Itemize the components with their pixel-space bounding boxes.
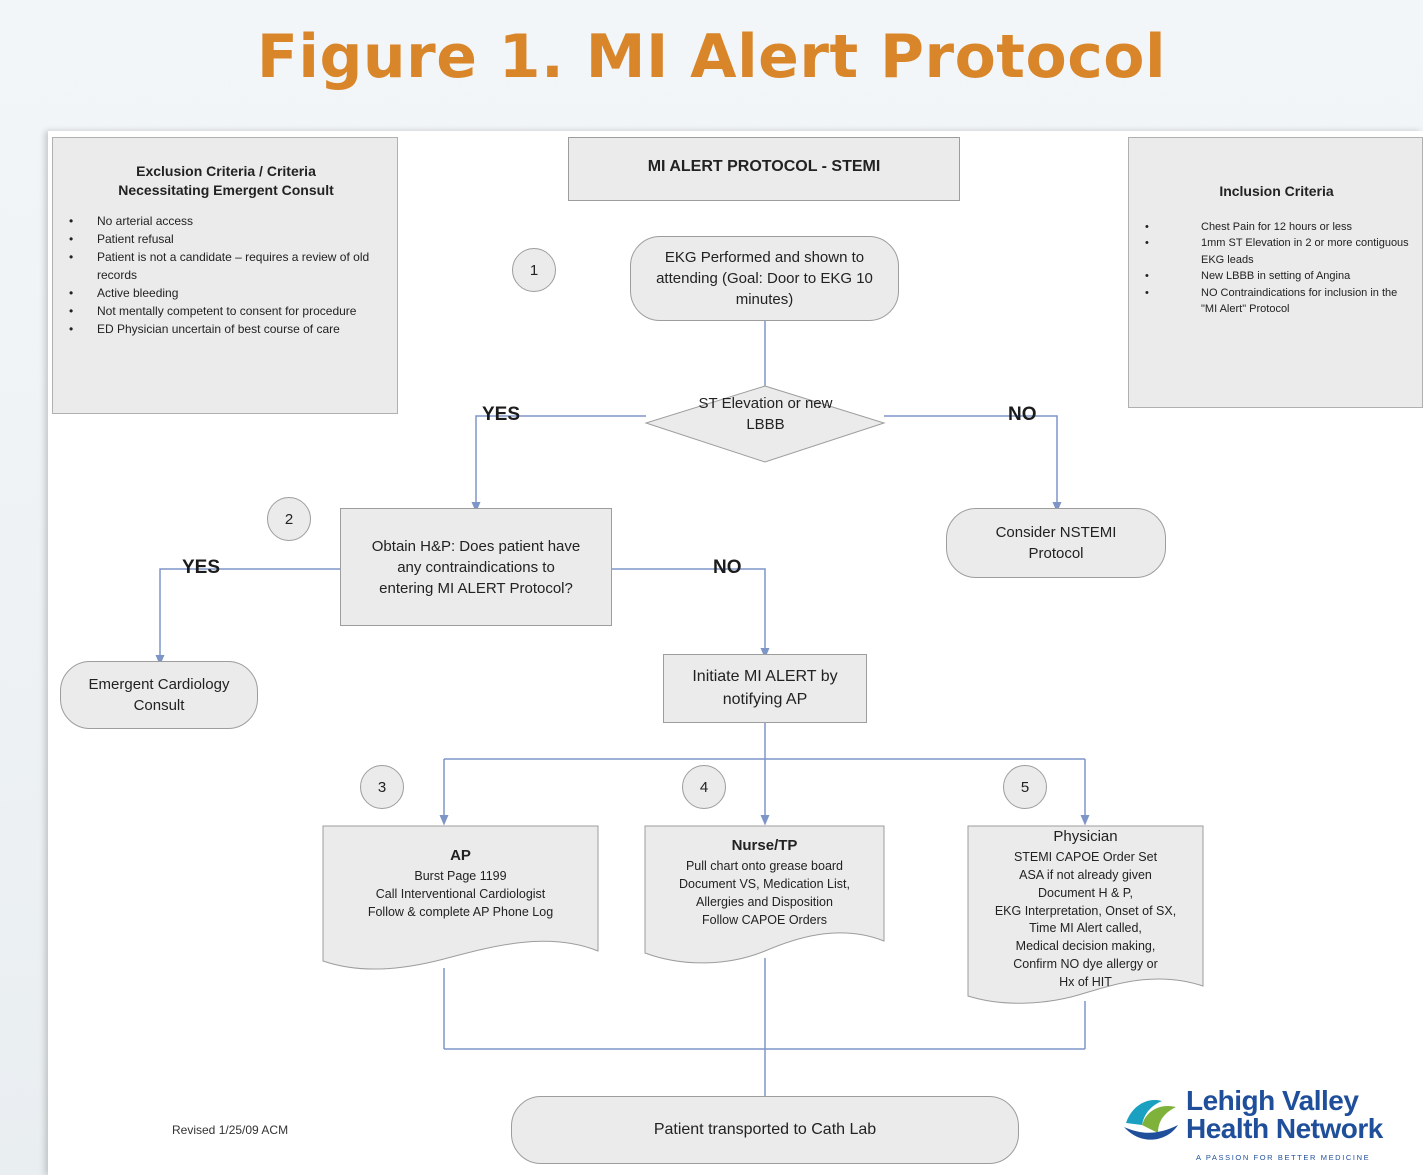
- inclusion-title: Inclusion Criteria: [1219, 183, 1334, 199]
- exclusion-item: Not mentally competent to consent for pr…: [61, 302, 391, 320]
- emergent-consult-text: Emergent Cardiology Consult: [88, 676, 230, 714]
- revised-date: Revised 1/25/09 ACM: [172, 1123, 289, 1137]
- emergent-consult-node: Emergent Cardiology Consult: [60, 661, 258, 729]
- step-4-marker: 4: [682, 765, 726, 809]
- inclusion-item: 1mm ST Elevation in 2 or more contiguous…: [1137, 235, 1416, 268]
- exclusion-item: No arterial access: [61, 212, 391, 230]
- inclusion-item: Chest Pain for 12 hours or less: [1137, 219, 1416, 236]
- flowchart-sheet: Exclusion Criteria / Criteria Necessitat…: [48, 131, 1423, 1175]
- st-elevation-decision-text: ST Elevation or new LBBB: [698, 395, 833, 433]
- initiate-mi-alert-node: Initiate MI ALERT by notifying AP: [663, 654, 867, 723]
- inclusion-criteria-box: Inclusion Criteria Chest Pain for 12 hou…: [1128, 137, 1423, 408]
- exclusion-criteria-box: Exclusion Criteria / Criteria Necessitat…: [52, 137, 398, 414]
- no-label-hp: NO: [713, 557, 742, 578]
- figure-title: Figure 1. MI Alert Protocol: [256, 22, 1167, 92]
- connector-decision-no: [884, 415, 1062, 513]
- ekg-performed-text: EKG Performed and shown to attending (Go…: [656, 249, 873, 308]
- step-1-marker: 1: [512, 248, 556, 292]
- inclusion-item: NO Contraindications for inclusion in th…: [1137, 285, 1416, 318]
- ap-line: Burst Page 1199: [414, 869, 507, 884]
- nurse-document: Nurse/TP Pull chart onto grease board Do…: [645, 835, 884, 929]
- nurse-line: Document VS, Medication List,: [679, 877, 850, 892]
- connector-decision-yes: [471, 415, 646, 513]
- protocol-title-box: MI ALERT PROTOCOL - STEMI: [568, 137, 960, 201]
- step-3-marker: 3: [360, 765, 404, 809]
- nurse-line: Allergies and Disposition: [696, 894, 833, 909]
- logo-mark-icon: [1124, 1099, 1178, 1140]
- ekg-performed-node: EKG Performed and shown to attending (Go…: [630, 236, 899, 321]
- protocol-title: MI ALERT PROTOCOL - STEMI: [647, 158, 881, 175]
- connector-hp-yes: [155, 568, 340, 666]
- connector-hp-no: [612, 568, 770, 659]
- lvhn-logo: Lehigh Valley Health Network A PASSION F…: [1116, 1079, 1423, 1175]
- cath-lab-node: Patient transported to Cath Lab: [511, 1096, 1019, 1164]
- doc-physician-shape: [967, 825, 1204, 1004]
- physician-line: Document H & P,: [1038, 885, 1133, 900]
- yes-label-hp: YES: [182, 557, 221, 578]
- physician-line: Time MI Alert called,: [1029, 921, 1142, 936]
- nurse-line: Pull chart onto grease board: [685, 859, 844, 874]
- inclusion-item: New LBBB in setting of Angina: [1137, 268, 1416, 285]
- physician-line: Hx of HIT: [1059, 974, 1112, 989]
- nurse-heading: Nurse/TP: [731, 837, 798, 854]
- exclusion-title: Exclusion Criteria / Criteria Necessitat…: [118, 163, 334, 198]
- doc-nurse-shape: [644, 825, 885, 964]
- nstemi-text: Consider NSTEMI Protocol: [995, 524, 1117, 562]
- physician-line: Medical decision making,: [1015, 939, 1156, 954]
- step-5-marker: 5: [1003, 765, 1047, 809]
- nstemi-node: Consider NSTEMI Protocol: [946, 508, 1166, 578]
- obtain-hp-text: Obtain H&P: Does patient have any contra…: [371, 537, 581, 597]
- step-2-marker: 2: [267, 497, 311, 541]
- physician-heading: Physician: [1053, 828, 1118, 845]
- obtain-hp-node: Obtain H&P: Does patient have any contra…: [340, 508, 612, 626]
- no-label-decision: NO: [1008, 404, 1037, 425]
- ap-document: AP Burst Page 1199 Call Interventional C…: [323, 845, 598, 922]
- cath-lab-text: Patient transported to Cath Lab: [653, 1120, 877, 1138]
- exclusion-item: ED Physician uncertain of best course of…: [61, 320, 391, 338]
- ap-line: Call Interventional Cardiologist: [375, 887, 546, 902]
- physician-line: EKG Interpretation, Onset of SX,: [994, 903, 1177, 918]
- ap-line: Follow & complete AP Phone Log: [367, 904, 554, 919]
- doc-ap-shape: [322, 825, 599, 970]
- connector-lines: [155, 315, 1204, 1096]
- exclusion-item: Patient is not a candidate – requires a …: [61, 248, 391, 284]
- exclusion-item: Active bleeding: [61, 284, 391, 302]
- physician-line: Confirm NO dye allergy or: [1013, 956, 1158, 971]
- decision-diamond-shape: [644, 385, 886, 463]
- physician-document: Physician STEMI CAPOE Order Set ASA if n…: [968, 826, 1203, 991]
- exclusion-item: Patient refusal: [61, 230, 391, 248]
- logo-line1: Lehigh Valley: [1186, 1085, 1359, 1116]
- ap-heading: AP: [450, 847, 471, 864]
- logo-tagline: A PASSION FOR BETTER MEDICINE: [1196, 1153, 1371, 1162]
- nurse-line: Follow CAPOE Orders: [701, 912, 828, 927]
- yes-label-decision: YES: [482, 404, 521, 425]
- initiate-mi-alert-text: Initiate MI ALERT by notifying AP: [692, 668, 838, 708]
- physician-line: STEMI CAPOE Order Set: [1013, 850, 1158, 865]
- physician-line: ASA if not already given: [1019, 868, 1152, 883]
- logo-line2: Health Network: [1186, 1113, 1383, 1144]
